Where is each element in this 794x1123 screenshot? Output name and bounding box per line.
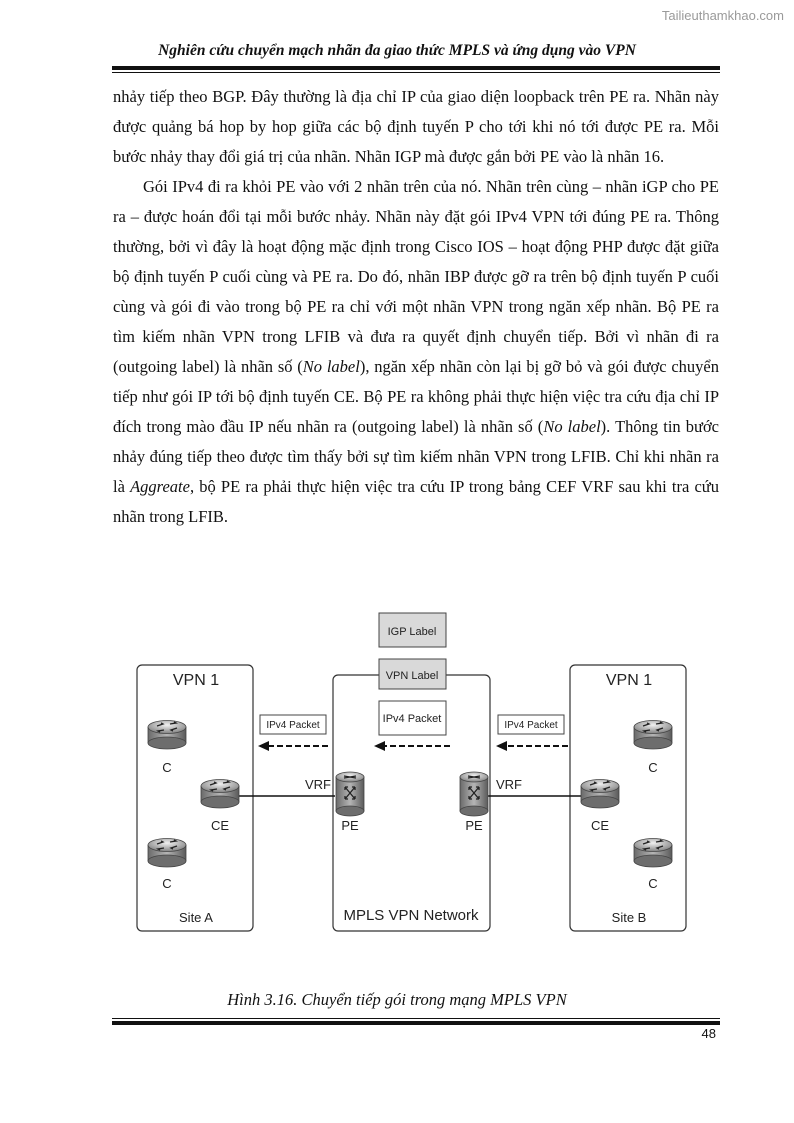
paragraph-2-part-d: , bộ PE ra phải thực hiện việc tra cứu I… [113, 477, 719, 526]
site-a-box [136, 664, 254, 932]
site-b-c1-label: C [648, 760, 657, 775]
ipv4-packet-center-box [378, 700, 447, 736]
pe-label-right: PE [465, 818, 483, 833]
header-rule-thick [112, 66, 720, 70]
igp-label-text: IGP Label [388, 626, 437, 638]
footer-rule-thick [112, 1021, 720, 1025]
site-a-name: Site A [179, 910, 213, 925]
ipv4-packet-right-box [497, 714, 565, 735]
emphasis-aggreate: Aggreate [130, 477, 190, 496]
footer-rule-thin [112, 1018, 720, 1019]
pe-router-left-icon [335, 771, 365, 817]
figure-caption: Hình 3.16. Chuyển tiếp gói trong mạng MP… [227, 990, 567, 1009]
ipv4-packet-center-text: IPv4 Packet [383, 713, 442, 725]
site-b-c2-router-icon [633, 837, 673, 868]
flow-arrow-right [496, 741, 568, 751]
paragraph-2: Gói IPv4 đi ra khỏi PE vào với 2 nhãn tr… [113, 172, 719, 532]
flow-arrow-left [258, 741, 328, 751]
igp-label-box [378, 612, 447, 648]
body-text: nhảy tiếp theo BGP. Đây thường là địa ch… [113, 82, 719, 532]
emphasis-no-label-2: No label [543, 417, 601, 436]
site-a-ce-label: CE [211, 818, 229, 833]
paragraph-2-part-b: ), ngăn xếp nhãn còn lại bị gỡ bỏ và gói… [113, 357, 719, 436]
site-b-c2-label: C [648, 876, 657, 891]
paragraph-2-part-c: ). Thông tin bước nhảy đúng tiếp theo đư… [113, 417, 719, 496]
site-a-c1-router-icon [147, 719, 187, 750]
site-a-ce-router-icon [200, 778, 240, 809]
flow-arrow-center [374, 741, 450, 751]
pe-router-right-icon [459, 771, 489, 817]
paragraph-1: nhảy tiếp theo BGP. Đây thường là địa ch… [113, 87, 719, 166]
ipv4-packet-left-box [259, 714, 327, 735]
site-b-vpn-title: VPN 1 [606, 672, 652, 689]
diagram-svg: VPN 1 Site A VPN 1 Site B MPLS VPN Netwo… [136, 612, 687, 932]
site-b-name: Site B [612, 910, 647, 925]
site-b-ce-label: CE [591, 818, 609, 833]
vrf-label-right: VRF [496, 777, 522, 792]
page-number: 48 [701, 1026, 716, 1041]
paragraph-2-part-a: Gói IPv4 đi ra khỏi PE vào với 2 nhãn tr… [113, 177, 719, 376]
pe-label-left: PE [341, 818, 359, 833]
vpn-label-box [378, 658, 447, 690]
mpls-vpn-diagram: VPN 1 Site A VPN 1 Site B MPLS VPN Netwo… [0, 600, 794, 940]
vrf-label-left: VRF [305, 777, 331, 792]
vpn-label-text: VPN Label [386, 670, 439, 682]
site-b-c1-router-icon [633, 719, 673, 750]
header-title: Nghiên cứu chuyển mạch nhãn đa giao thức… [158, 42, 636, 59]
mpls-core-name: MPLS VPN Network [343, 907, 479, 924]
site-a-c2-router-icon [147, 837, 187, 868]
header-rule-thin [112, 72, 720, 73]
site-a-vpn-title: VPN 1 [173, 672, 219, 689]
site-b-ce-router-icon [580, 778, 620, 809]
site-a-c2-label: C [162, 876, 171, 891]
site-b-box [569, 664, 687, 932]
site-a-c1-label: C [162, 760, 171, 775]
emphasis-no-label-1: No label [302, 357, 360, 376]
watermark: Tailieuthamkhao.com [661, 8, 784, 23]
ipv4-packet-right-text: IPv4 Packet [504, 720, 558, 731]
ipv4-packet-left-text: IPv4 Packet [266, 720, 320, 731]
